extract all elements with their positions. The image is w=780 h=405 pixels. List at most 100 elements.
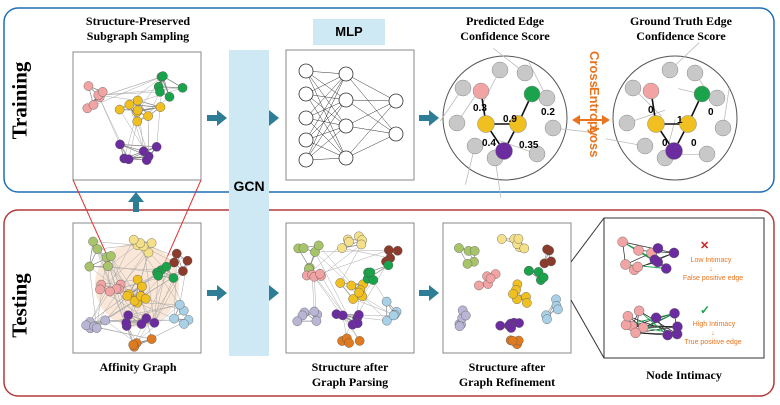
node: [679, 115, 697, 133]
high-intimacy-mark: ✓: [700, 303, 710, 317]
node: [477, 115, 495, 133]
gcn-label: GCN: [233, 178, 265, 194]
node: [313, 240, 324, 251]
node: [392, 245, 403, 256]
ce-word-1: Cross: [587, 51, 602, 88]
node: [81, 320, 91, 331]
node: [381, 296, 392, 307]
high-intimacy-result: True positive edge: [684, 339, 741, 346]
edge: [638, 310, 668, 336]
edge: [110, 255, 155, 323]
synapse: [345, 99, 397, 135]
intimacy-graph: [617, 236, 683, 341]
edge: [154, 266, 167, 323]
neuron: [338, 92, 354, 108]
edge: [110, 255, 135, 347]
caption-subgraph-line1: Structure-Preserved: [85, 14, 191, 28]
flow-arrow: [259, 285, 279, 301]
node: [384, 245, 394, 255]
synapse: [345, 125, 397, 135]
edge: [107, 244, 138, 267]
node: [105, 286, 115, 297]
node: [365, 267, 376, 278]
low-intimacy-mark: ✕: [700, 240, 709, 252]
neuron: [338, 66, 354, 82]
flow-arrows: [128, 110, 439, 301]
node: [83, 81, 94, 91]
edge: [89, 291, 111, 323]
synapse: [305, 70, 347, 159]
synapse: [305, 73, 347, 119]
node: [174, 299, 185, 310]
node: [514, 318, 524, 328]
node: [344, 237, 354, 247]
zoom-line-bottom: [570, 299, 605, 359]
edge: [342, 315, 387, 321]
node: [519, 243, 530, 254]
synapse: [345, 100, 397, 127]
node: [84, 261, 95, 272]
edge: [105, 320, 137, 344]
synapse: [305, 99, 347, 161]
node: [164, 92, 175, 102]
neuron: [298, 63, 314, 79]
predicted-edge-graph: [439, 48, 593, 198]
row-label-testing: Testing: [7, 273, 32, 338]
caption-intimacy: Node Intimacy: [646, 368, 722, 382]
node: [652, 243, 664, 254]
low-intimacy-title: Low Intimacy: [691, 257, 732, 264]
edge: [129, 104, 161, 108]
node: [88, 100, 99, 110]
edge: [154, 270, 184, 323]
node: [661, 61, 679, 79]
node: [151, 142, 162, 152]
node: [528, 145, 546, 163]
node: [122, 291, 133, 301]
node: [106, 251, 116, 261]
gt-score-2: 1: [677, 115, 683, 126]
pred-score-4: 0.4: [482, 138, 496, 149]
node: [128, 339, 139, 350]
node: [637, 322, 649, 333]
up-arrow: [128, 192, 144, 212]
node: [123, 154, 134, 165]
pred-score-3: 0.2: [541, 107, 555, 118]
ground-truth-edge-graph: [605, 42, 738, 181]
edge: [87, 75, 164, 109]
edge: [635, 332, 668, 336]
loss-arrow-head-right: [602, 115, 610, 125]
node: [356, 239, 367, 250]
neuron: [388, 126, 404, 142]
node: [647, 115, 665, 133]
node: [708, 89, 726, 107]
mlp-network: [298, 63, 404, 168]
synapse: [345, 73, 397, 135]
node: [454, 79, 472, 97]
flow-arrow: [207, 110, 227, 126]
node: [103, 261, 113, 272]
node: [344, 338, 354, 348]
synapse: [305, 125, 347, 161]
node: [669, 308, 680, 319]
edge: [128, 121, 138, 160]
synapse: [305, 73, 347, 141]
synapse: [345, 133, 397, 159]
neuron: [338, 118, 354, 134]
node: [661, 263, 672, 274]
node: [617, 236, 628, 248]
zoom-line-top: [570, 217, 605, 263]
caption-refinement-line2: Graph Refinement: [458, 375, 556, 389]
node: [652, 256, 663, 268]
flow-arrow: [419, 285, 439, 301]
row-label-training: Training: [7, 61, 32, 140]
intimacy-panel: [603, 217, 765, 359]
node: [672, 321, 683, 332]
edge: [352, 298, 395, 315]
node: [460, 310, 471, 321]
mlp-label: MLP: [313, 19, 385, 45]
flow-arrow: [207, 285, 227, 301]
neuron: [338, 150, 354, 166]
synapse: [345, 73, 397, 102]
node: [140, 293, 151, 304]
node: [182, 255, 193, 266]
